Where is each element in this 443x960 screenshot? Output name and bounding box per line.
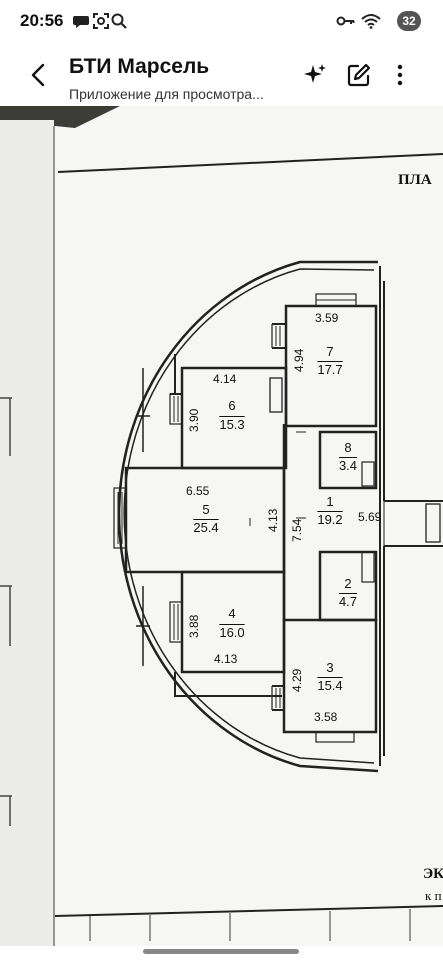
screenshot-icon — [93, 13, 109, 29]
document-title: БТИ Марсель — [69, 55, 210, 78]
plan-footer-text-1: ЭК — [423, 866, 443, 882]
room-number: 8 — [344, 440, 352, 455]
battery-indicator: 32 — [397, 11, 421, 31]
gesture-navigation-bar — [0, 946, 443, 960]
room-number: 6 — [228, 398, 236, 413]
room-number: 3 — [326, 660, 334, 675]
room-area: 16.0 — [219, 625, 245, 640]
sparkle-icon[interactable] — [302, 62, 328, 88]
dim-label: 3.90 — [187, 408, 201, 432]
document-subtitle: Приложение для просмотра... — [69, 86, 264, 102]
room-area: 15.3 — [219, 417, 245, 432]
room-number: 2 — [344, 576, 352, 591]
dim-label: 7.54 — [290, 518, 304, 542]
dim-label: 4.13 — [214, 652, 238, 666]
dim-label: 4.94 — [292, 348, 306, 372]
dim-label: 4.14 — [213, 372, 237, 386]
room-area: 25.4 — [193, 520, 219, 535]
chat-bubble-icon — [73, 16, 89, 28]
room-area: 15.4 — [317, 678, 343, 693]
room-area: 4.7 — [338, 594, 358, 609]
plan-footer-text-2: к п — [425, 888, 442, 903]
search-icon — [111, 13, 127, 29]
room-area: 3.4 — [338, 458, 358, 473]
back-arrow-icon[interactable] — [24, 60, 54, 90]
edit-icon[interactable] — [346, 62, 372, 88]
wifi-icon — [361, 14, 381, 29]
room-number: 1 — [326, 494, 334, 509]
room-area: 17.7 — [317, 362, 343, 377]
app-bar: БТИ Марсель Приложение для просмотра... — [0, 42, 443, 106]
dim-label: 5.69 — [358, 510, 382, 524]
more-vertical-icon[interactable] — [387, 62, 413, 88]
room-number: 4 — [228, 606, 236, 621]
dim-label: 4.13 — [266, 508, 280, 532]
dim-label: 3.59 — [315, 311, 339, 325]
key-icon — [336, 16, 355, 26]
status-bar: 20:56 32 — [0, 0, 443, 42]
status-time: 20:56 — [20, 11, 64, 30]
dim-label: 6.55 — [186, 484, 210, 498]
dim-label: 4.29 — [290, 668, 304, 692]
plan-header-text: ПЛА — [398, 172, 432, 188]
document-image-viewer[interactable]: ПЛА ЭК к п 3.59 4.94 4.14 3.90 6.55 4.13… — [0, 106, 443, 946]
dim-label: 3.88 — [187, 614, 201, 638]
room-number: 5 — [202, 502, 210, 517]
dim-label: 3.58 — [314, 710, 338, 724]
room-number: 7 — [326, 344, 334, 359]
home-handle[interactable] — [143, 949, 299, 954]
floor-plan-drawing — [0, 106, 443, 946]
room-area: 19.2 — [317, 512, 343, 527]
